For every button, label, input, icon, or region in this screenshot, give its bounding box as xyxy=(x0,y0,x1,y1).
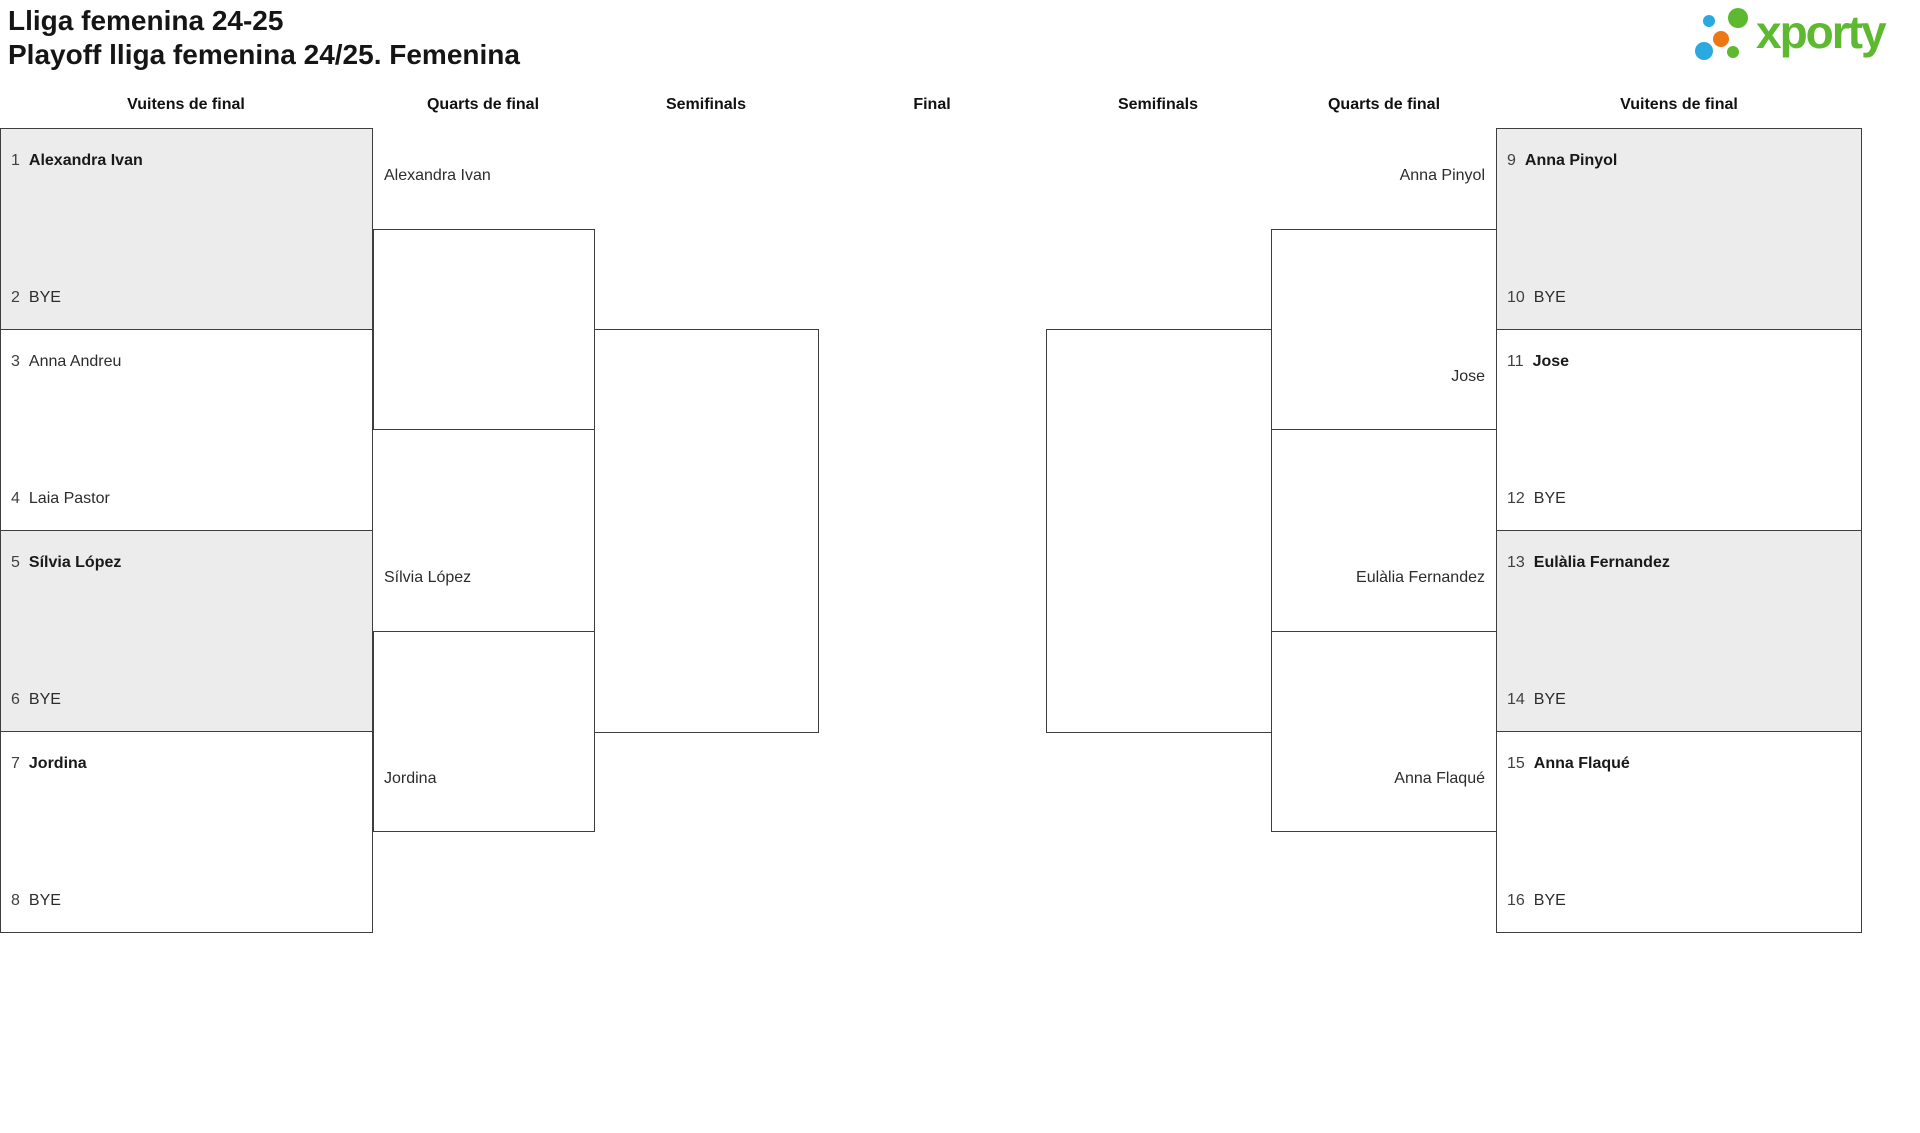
player-row-15: 15 Anna Flaqué xyxy=(1507,755,1853,773)
player-name: Eulàlia Fernandez xyxy=(1533,554,1670,571)
player-seed: 2 xyxy=(11,289,20,306)
round-header-left-sf: Semifinals xyxy=(665,96,747,113)
player-name: Sílvia López xyxy=(28,554,122,571)
player-seed: 3 xyxy=(11,353,20,370)
player-name: Jordina xyxy=(28,755,87,772)
page-title: Lliga femenina 24-25 Playoff lliga femen… xyxy=(8,4,520,72)
player-name: BYE xyxy=(28,289,61,306)
player-row-5: 5 Sílvia López xyxy=(11,554,364,572)
player-row-6: 6 BYE xyxy=(11,691,364,709)
player-row-9: 9 Anna Pinyol xyxy=(1507,152,1853,170)
advancing-label-anna-pinyol: Anna Pinyol xyxy=(1399,167,1485,184)
semifinal-box-left[interactable] xyxy=(594,329,819,733)
round-header-right-sf: Semifinals xyxy=(1117,96,1199,113)
semifinal-box-right[interactable] xyxy=(1046,329,1272,733)
tournament-name: Lliga femenina 24-25 xyxy=(8,5,284,36)
logo-dot-green-small-icon xyxy=(1727,46,1739,58)
player-name: Jose xyxy=(1532,353,1570,370)
player-name: BYE xyxy=(1533,490,1566,507)
round-header-final: Final xyxy=(913,96,951,113)
player-row-3: 3 Anna Andreu xyxy=(11,353,364,371)
logo-dot-blue-small-icon xyxy=(1703,15,1715,27)
xporty-logo-text: xporty xyxy=(1756,6,1887,58)
player-seed: 4 xyxy=(11,490,20,507)
player-row-13: 13 Eulàlia Fernandez xyxy=(1507,554,1853,572)
quarterfinal-box-right-1[interactable] xyxy=(1271,229,1497,430)
match-box-6[interactable]: 11 Jose 12 BYE xyxy=(1496,329,1862,531)
logo-dot-green-large-icon xyxy=(1728,8,1748,28)
match-box-5[interactable]: 9 Anna Pinyol 10 BYE xyxy=(1496,128,1862,330)
xporty-logo[interactable]: xporty xyxy=(1690,2,1918,78)
logo-dot-blue-large-icon xyxy=(1695,42,1713,60)
round-header-left-qf: Quarts de final xyxy=(426,96,540,113)
player-row-16: 16 BYE xyxy=(1507,892,1853,910)
logo-dot-orange-icon xyxy=(1713,31,1729,47)
player-name: BYE xyxy=(28,892,61,909)
player-row-4: 4 Laia Pastor xyxy=(11,490,364,508)
player-seed: 5 xyxy=(11,554,20,571)
match-box-3[interactable]: 5 Sílvia López 6 BYE xyxy=(0,530,373,732)
phase-name: Playoff lliga femenina 24/25. Femenina xyxy=(8,39,520,70)
advancing-label-jose: Jose xyxy=(1451,368,1485,385)
match-box-4[interactable]: 7 Jordina 8 BYE xyxy=(0,731,373,933)
player-seed: 10 xyxy=(1507,289,1525,306)
player-row-14: 14 BYE xyxy=(1507,691,1853,709)
player-row-11: 11 Jose xyxy=(1507,353,1853,371)
player-seed: 12 xyxy=(1507,490,1525,507)
player-seed: 11 xyxy=(1507,353,1524,370)
player-name: Alexandra Ivan xyxy=(28,152,143,169)
player-seed: 14 xyxy=(1507,691,1525,708)
player-seed: 8 xyxy=(11,892,20,909)
player-row-7: 7 Jordina xyxy=(11,755,364,773)
round-header-right-qf: Quarts de final xyxy=(1327,96,1441,113)
advancing-label-jordina: Jordina xyxy=(384,770,437,787)
advancing-label-alexandra-ivan: Alexandra Ivan xyxy=(384,167,491,184)
match-box-7[interactable]: 13 Eulàlia Fernandez 14 BYE xyxy=(1496,530,1862,732)
player-name: BYE xyxy=(1533,289,1566,306)
player-name: BYE xyxy=(1533,892,1566,909)
player-name: Anna Pinyol xyxy=(1524,152,1618,169)
player-name: BYE xyxy=(28,691,61,708)
player-row-1: 1 Alexandra Ivan xyxy=(11,152,364,170)
player-seed: 6 xyxy=(11,691,20,708)
player-name: Anna Flaqué xyxy=(1533,755,1630,772)
player-seed: 9 xyxy=(1507,152,1516,169)
player-seed: 13 xyxy=(1507,554,1525,571)
match-box-1[interactable]: 1 Alexandra Ivan 2 BYE xyxy=(0,128,373,330)
match-box-2[interactable]: 3 Anna Andreu 4 Laia Pastor xyxy=(0,329,373,531)
player-name: Anna Andreu xyxy=(28,353,122,370)
player-row-8: 8 BYE xyxy=(11,892,364,910)
round-header-right-r16: Vuitens de final xyxy=(1620,96,1738,113)
advancing-label-silvia-lopez: Sílvia López xyxy=(384,569,472,586)
advancing-label-eulalia-fernandez: Eulàlia Fernandez xyxy=(1356,569,1485,586)
round-header-left-r16: Vuitens de final xyxy=(127,96,245,113)
player-row-10: 10 BYE xyxy=(1507,289,1853,307)
player-row-2: 2 BYE xyxy=(11,289,364,307)
player-seed: 1 xyxy=(11,152,20,169)
player-name: BYE xyxy=(1533,691,1566,708)
player-seed: 16 xyxy=(1507,892,1525,909)
advancing-label-anna-flaque: Anna Flaqué xyxy=(1394,770,1485,787)
quarterfinal-box-left-2[interactable] xyxy=(373,631,595,832)
quarterfinal-box-right-2[interactable] xyxy=(1271,631,1497,832)
match-box-8[interactable]: 15 Anna Flaqué 16 BYE xyxy=(1496,731,1862,933)
player-name: Laia Pastor xyxy=(28,490,110,507)
quarterfinal-box-left-1[interactable] xyxy=(373,229,595,430)
player-seed: 7 xyxy=(11,755,20,772)
player-row-12: 12 BYE xyxy=(1507,490,1853,508)
player-seed: 15 xyxy=(1507,755,1525,772)
